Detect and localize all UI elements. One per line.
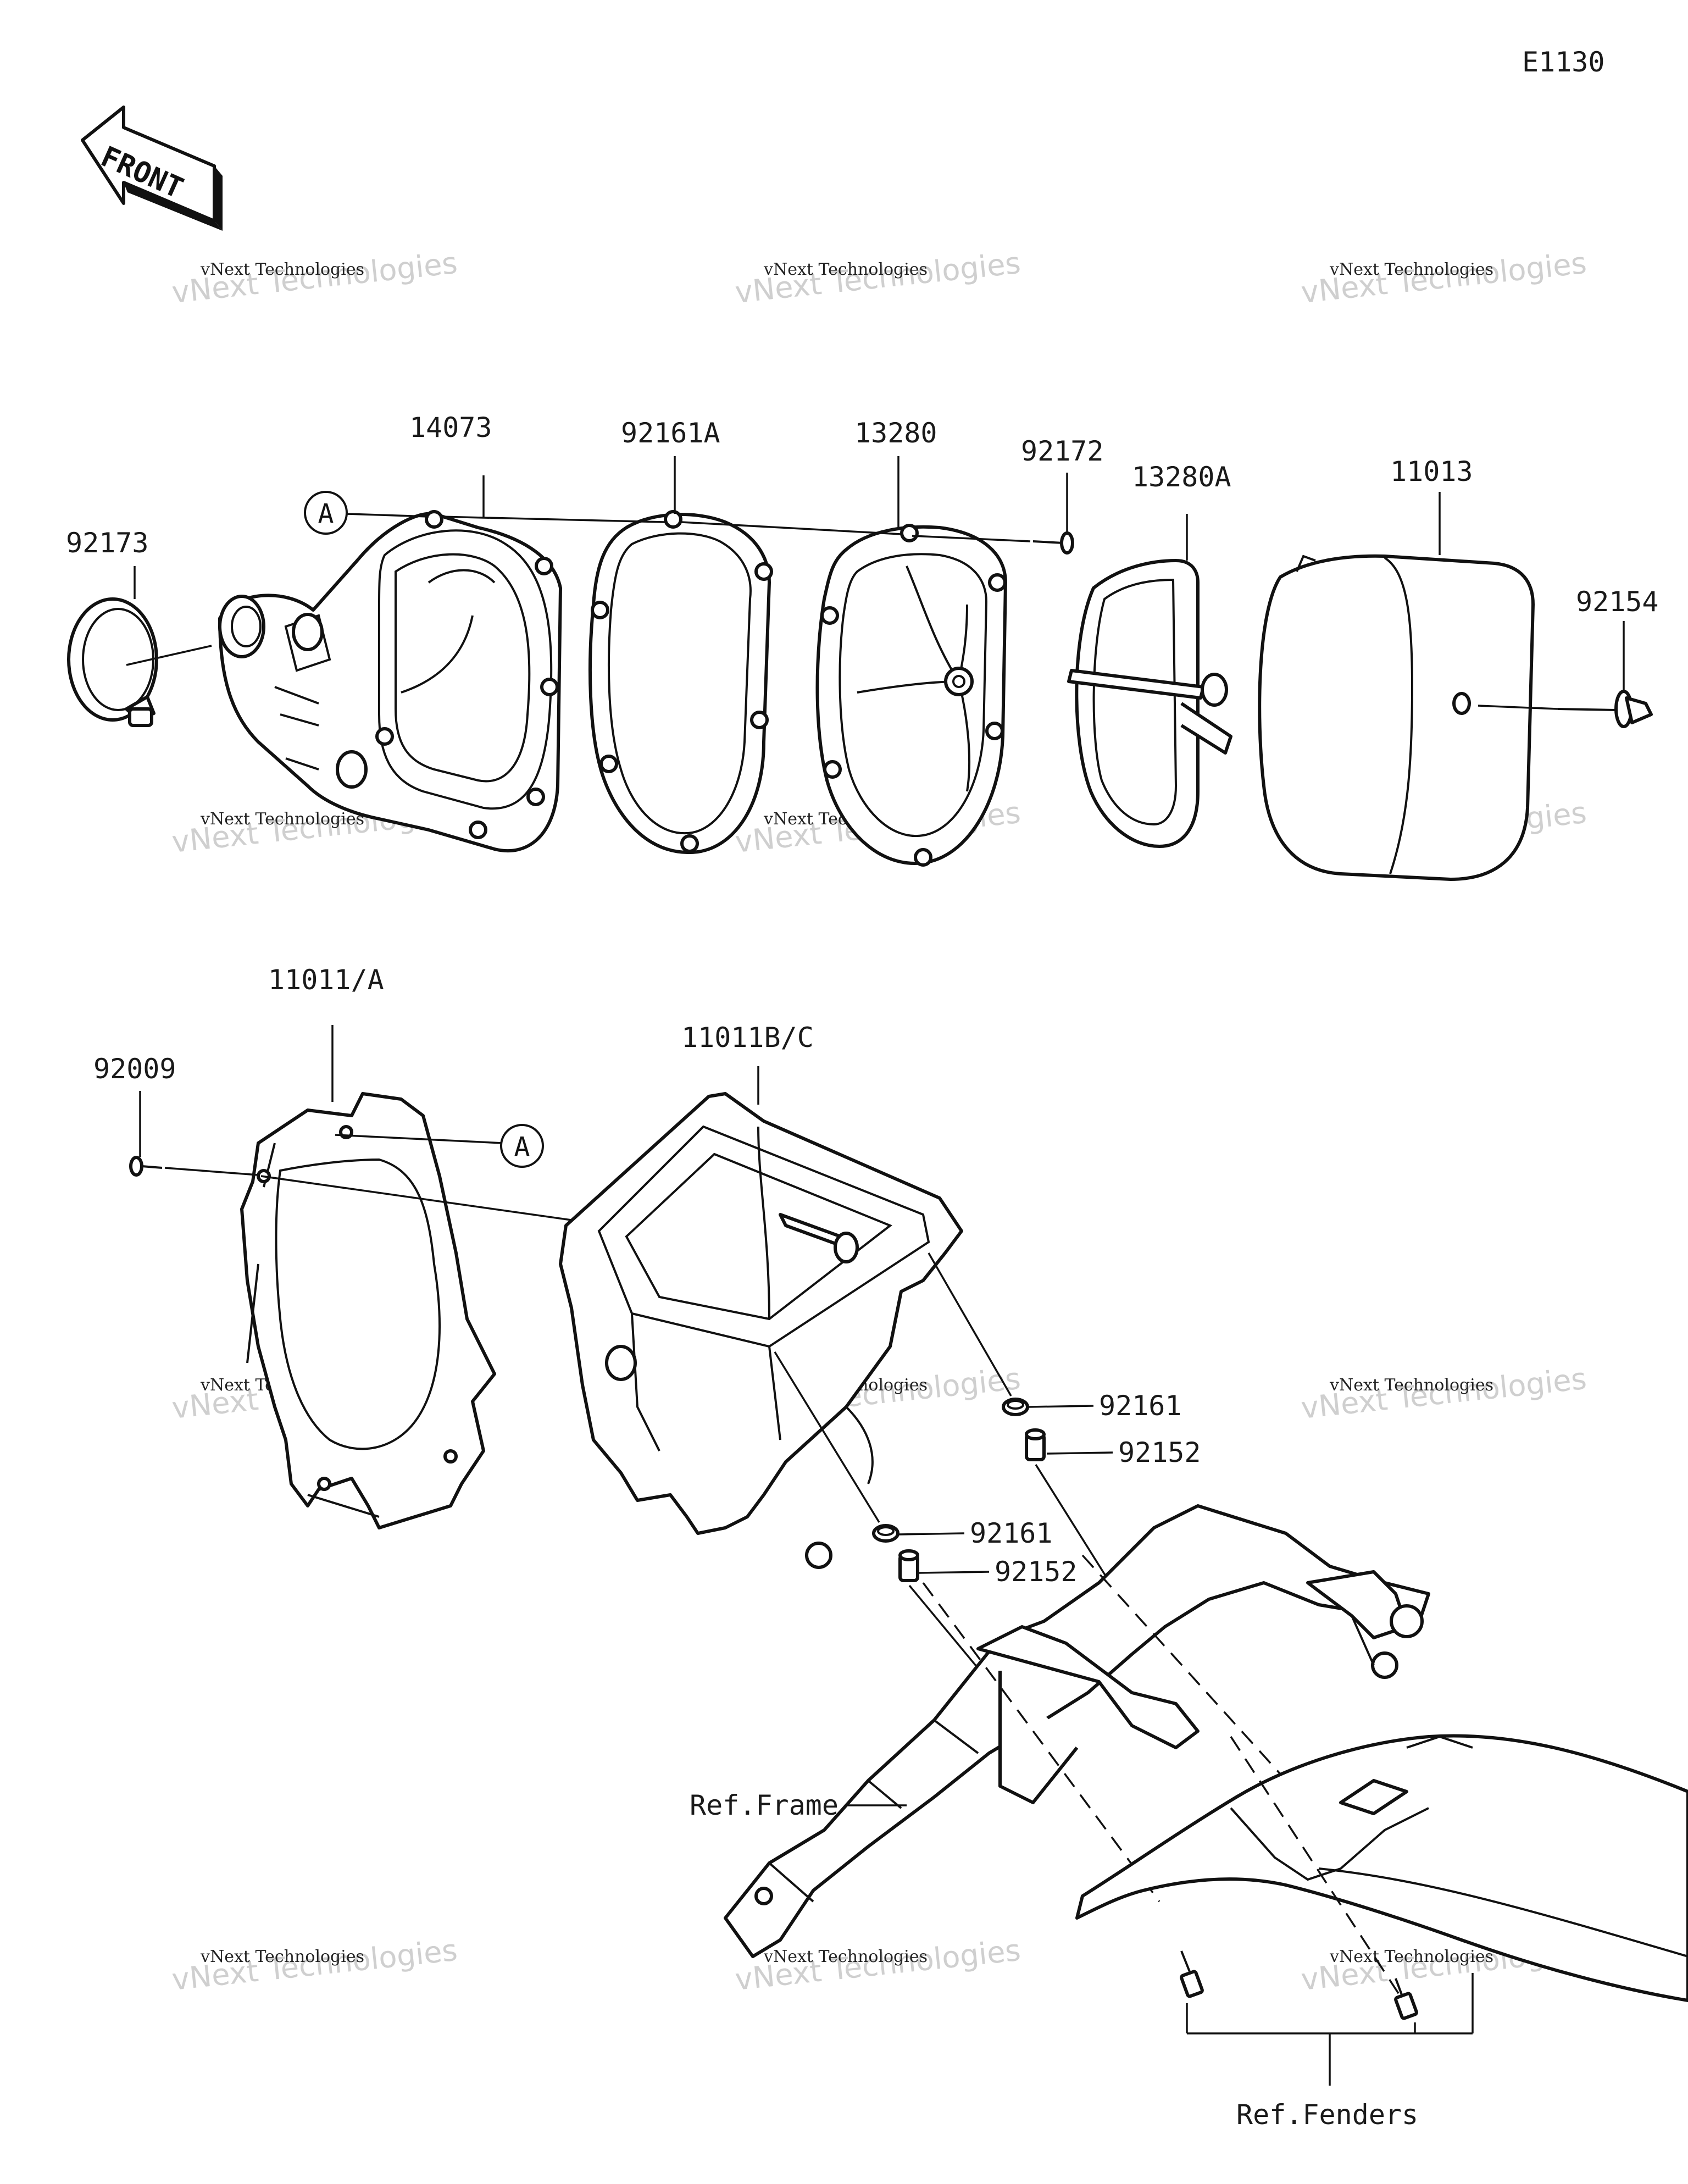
diagram-code: E1130 (1522, 46, 1605, 78)
label-92152-upper: 92152 (1118, 1437, 1201, 1468)
fender-bolt-right (1394, 1978, 1418, 2020)
part-92152-collar-lower[interactable] (898, 1549, 919, 1582)
label-13280: 13280 (854, 417, 937, 449)
svg-text:vNext Technologies: vNext Technologies (763, 260, 928, 279)
watermark: vNext Technologies vNext Technologies (1300, 1361, 1589, 1426)
part-11011A-side-cover[interactable] (240, 1092, 496, 1529)
part-92161-grommet-lower[interactable] (872, 1524, 899, 1543)
part-13280A-filter-frame[interactable] (1067, 559, 1232, 848)
label-92009: 92009 (93, 1053, 176, 1085)
part-92152-collar-upper[interactable] (1025, 1428, 1046, 1461)
svg-text:vNext Technologies: vNext Technologies (1329, 260, 1493, 279)
part-92173-clamp[interactable] (67, 597, 158, 727)
part-11011BC-air-box[interactable] (559, 1092, 963, 1569)
callout-a-upper: A (304, 491, 348, 535)
label-92173: 92173 (66, 527, 149, 559)
ref-fenders-bracket (1186, 1973, 1474, 2086)
svg-text:vNext Technologies: vNext Technologies (200, 1947, 364, 1966)
watermark: vNext Technologies vNext Technologies (734, 246, 1023, 310)
part-92009-screw[interactable] (129, 1156, 163, 1177)
label-92172: 92172 (1021, 435, 1104, 467)
svg-text:vNext Technologies: vNext Technologies (1329, 1947, 1493, 1966)
label-11011BC: 11011B/C (681, 1022, 814, 1054)
label-92152-lower: 92152 (995, 1556, 1078, 1588)
watermark: vNext Technologies vNext Technologies (170, 246, 459, 310)
ref-fenders-rear-fender (1075, 1734, 1688, 2002)
callout-a-lower: A (500, 1124, 544, 1168)
watermark: vNext Technologies vNext Technologies (170, 1933, 459, 1997)
label-92161-lower: 92161 (970, 1517, 1053, 1549)
svg-text:vNext Technologies: vNext Technologies (1329, 1376, 1493, 1395)
fender-bolt-left (1180, 1950, 1204, 1998)
part-11013-filter-element[interactable] (1258, 554, 1535, 881)
ref-frame-subframe (724, 1504, 1430, 1958)
label-92154: 92154 (1576, 586, 1659, 618)
label-14073: 14073 (409, 412, 492, 444)
label-92161-upper: 92161 (1099, 1390, 1182, 1422)
svg-text:vNext Technologies: vNext Technologies (200, 810, 364, 829)
watermark: vNext Technologies vNext Technologies (1300, 246, 1589, 310)
svg-text:vNext Technologies: vNext Technologies (763, 1947, 928, 1966)
svg-text:A: A (318, 498, 334, 529)
part-92154-wing-bolt[interactable] (1557, 690, 1653, 728)
part-14073-duct[interactable] (218, 510, 562, 853)
part-92161-grommet-upper[interactable] (1002, 1398, 1029, 1416)
label-11013: 11013 (1390, 456, 1473, 487)
label-92161A: 92161A (621, 417, 720, 449)
part-13280-filter-cage[interactable] (815, 524, 1007, 867)
label-ref-fenders: Ref.Fenders (1236, 2099, 1418, 2131)
label-13280A: 13280A (1132, 461, 1231, 493)
front-arrow-icon: FRONT (81, 106, 223, 231)
label-11011A: 11011/A (268, 964, 384, 996)
part-92161A-gasket[interactable] (588, 510, 773, 855)
label-ref-frame: Ref.Frame (690, 1789, 839, 1821)
svg-text:A: A (514, 1132, 530, 1162)
part-92172-screw[interactable] (1032, 531, 1074, 555)
svg-text:vNext Technologies: vNext Technologies (200, 260, 364, 279)
